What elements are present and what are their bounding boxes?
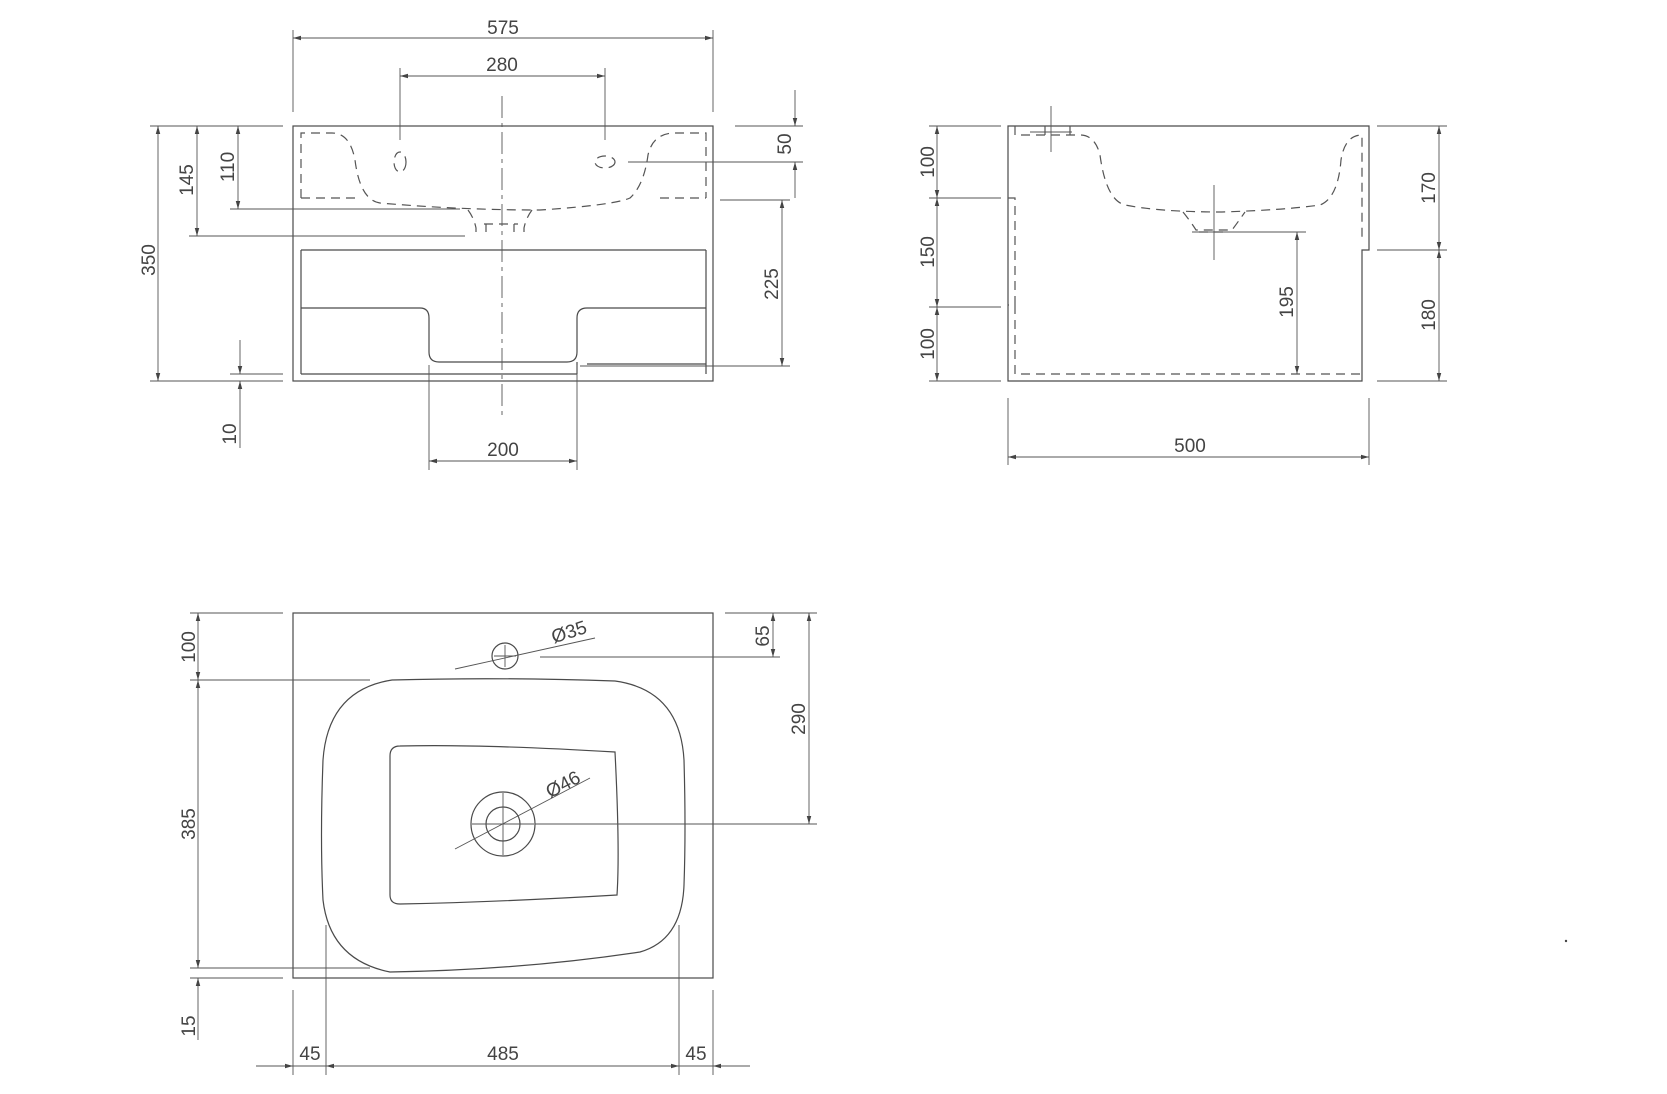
dim-front-margin: 15 [179, 1015, 200, 1036]
dim-front-width: 575 [487, 18, 519, 39]
dim-right-margin: 45 [685, 1044, 706, 1065]
dim-side-right-upper: 170 [1419, 172, 1440, 204]
top-view [292, 612, 714, 979]
dim-side-drain-height: 195 [1277, 286, 1298, 318]
dim-drain-diameter: Ø46 [543, 767, 585, 802]
front-dimensions: 575 280 50 350 145 110 10 225 [139, 18, 803, 470]
dim-side-right-lower: 180 [1419, 299, 1440, 331]
dim-total-height: 350 [139, 244, 160, 276]
dim-bowl-length: 385 [179, 808, 200, 840]
top-dimensions: 100 385 15 65 290 Ø35 Ø46 45 485 45 [179, 612, 817, 1075]
dim-tap-hole-diameter: Ø35 [549, 617, 590, 648]
dim-side-lower: 100 [918, 328, 939, 360]
dim-side-upper: 100 [918, 146, 939, 178]
dim-bowl-depth: 110 [218, 152, 239, 182]
front-view [292, 96, 714, 415]
dim-side-middle: 150 [918, 236, 939, 268]
dim-tap-hole-offset: 65 [753, 625, 774, 646]
dim-top-back-margin: 100 [179, 631, 200, 663]
dim-cutout-width: 200 [487, 440, 519, 461]
dim-drain-depth: 145 [177, 164, 198, 196]
dim-bowl-width: 485 [487, 1044, 519, 1065]
dim-tap-spacing: 280 [486, 55, 518, 76]
dim-tap-hole-top: 50 [775, 133, 796, 154]
dim-drain-to-bottom: 225 [762, 268, 783, 300]
side-dimensions: 100 150 100 170 180 195 500 [918, 125, 1447, 465]
dim-left-margin: 45 [299, 1044, 320, 1065]
dim-drain-distance: 290 [789, 703, 810, 735]
dim-side-depth: 500 [1174, 436, 1206, 457]
stray-dot [1564, 939, 1568, 943]
side-view [1007, 106, 1370, 382]
dim-base-offset: 10 [220, 423, 241, 444]
